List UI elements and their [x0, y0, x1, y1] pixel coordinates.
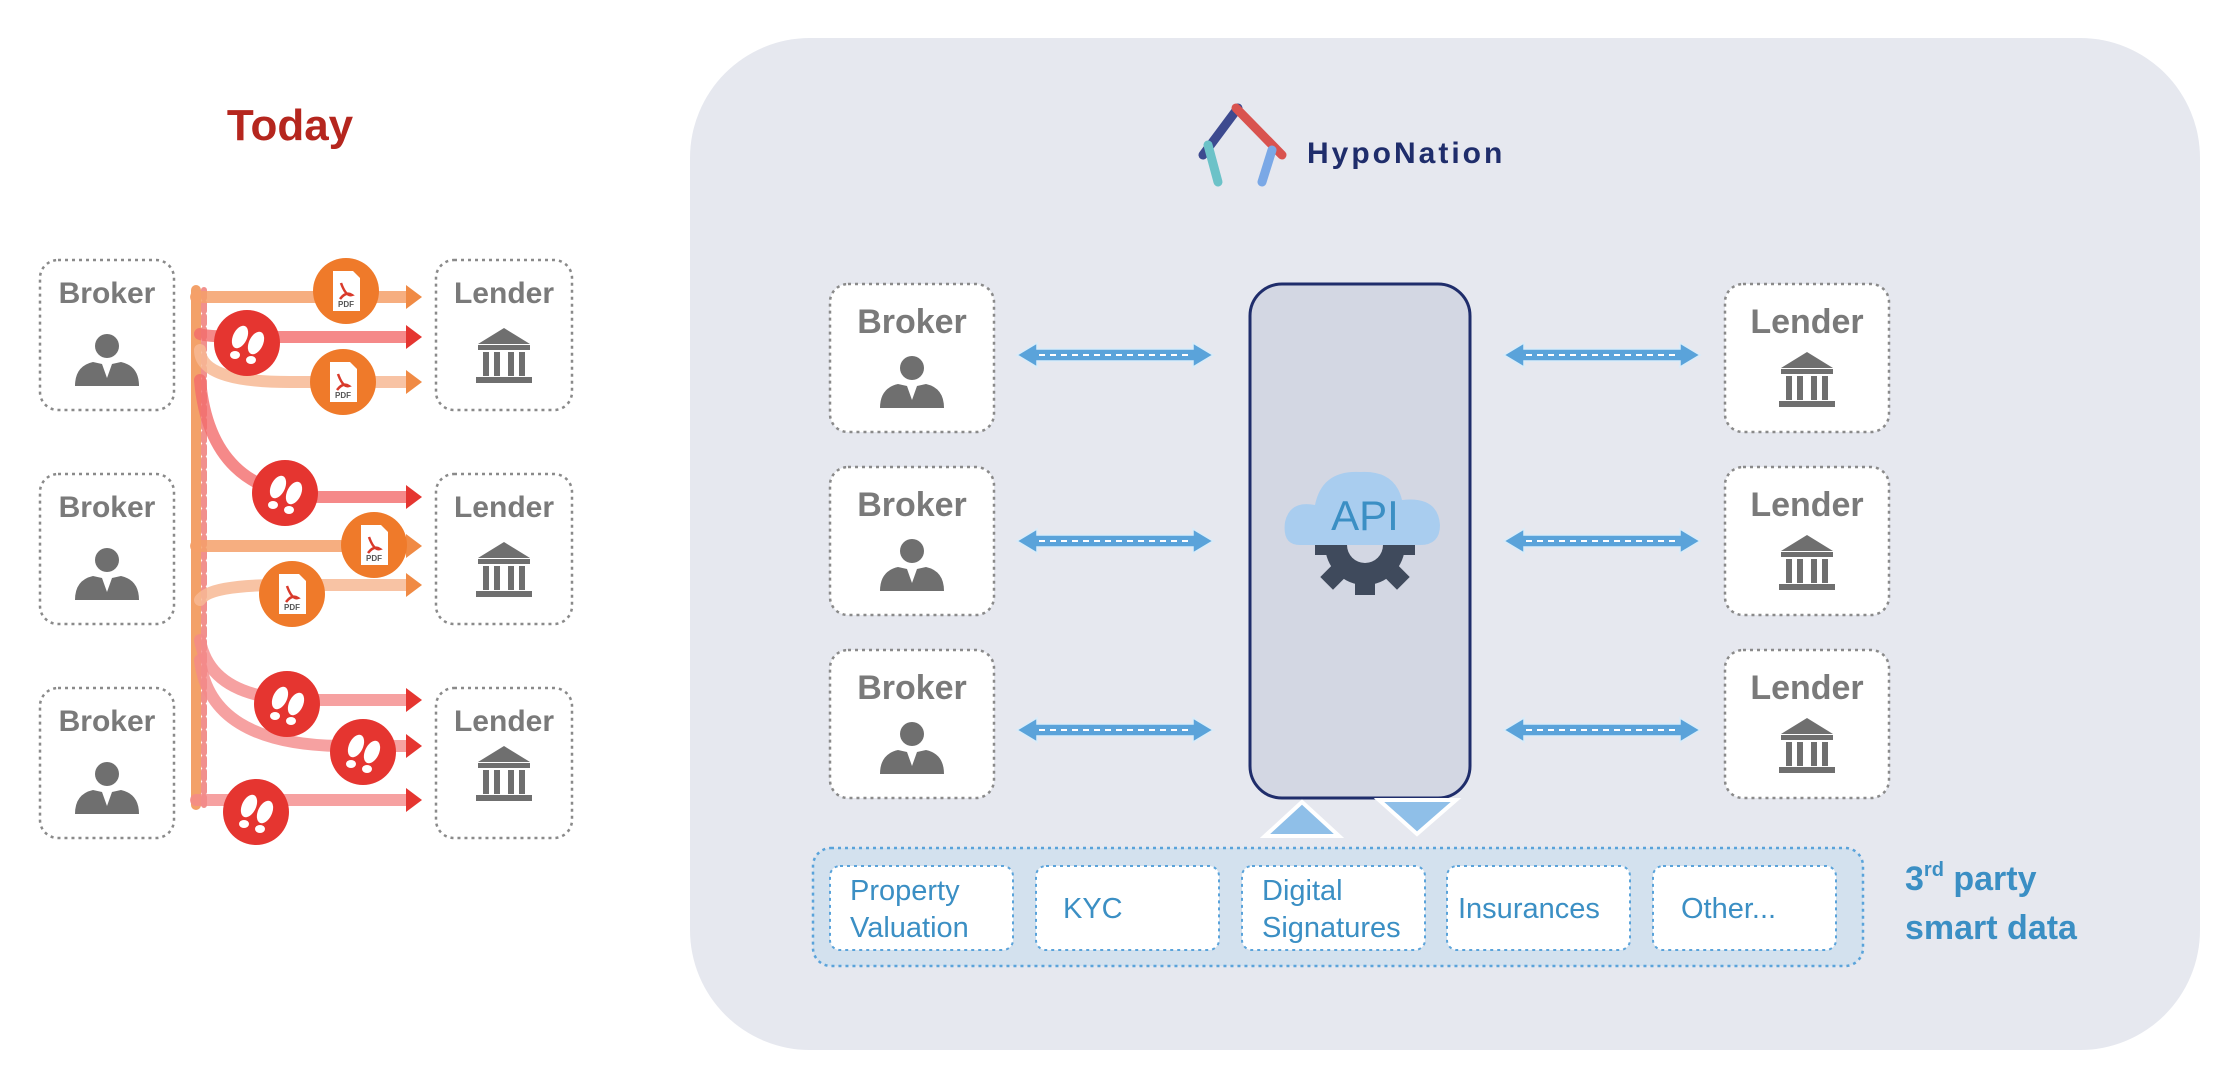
- lender-1-label: Lender: [1750, 303, 1863, 341]
- lender-2-label: Lender: [1750, 486, 1863, 524]
- service-property-valuation: Property Valuation: [829, 865, 1014, 951]
- today-lender-2: Lender: [434, 472, 574, 626]
- caption-line2: smart data: [1905, 909, 2078, 947]
- third-party-services: Property Valuation KYC Digital Signature…: [811, 846, 1865, 968]
- broker-2: Broker: [828, 465, 996, 617]
- today-broker-3: Broker: [38, 686, 176, 840]
- today-title: Today: [227, 101, 354, 150]
- service-label: Property: [850, 875, 960, 907]
- service-label: Valuation: [850, 912, 969, 944]
- pdf-icon: [339, 510, 409, 580]
- service-label: KYC: [1063, 893, 1123, 925]
- service-label: Insurances: [1458, 893, 1600, 925]
- down-arrow: [1373, 798, 1462, 837]
- broker-3-label: Broker: [857, 669, 967, 707]
- service-kyc: KYC: [1035, 865, 1220, 951]
- today-lender-1: Lender: [434, 258, 574, 412]
- caption-rest: party: [1944, 860, 2037, 898]
- pdf-icon: [308, 347, 378, 417]
- api-hub: API: [1248, 282, 1472, 838]
- service-digital-signatures: Digital Signatures: [1241, 865, 1426, 951]
- lender-2: Lender: [1723, 465, 1891, 617]
- hyponation-logo: [1198, 103, 1287, 187]
- lender-1: Lender: [1723, 282, 1891, 434]
- today-lender-3-label: Lender: [454, 705, 554, 738]
- api-label: API: [1331, 492, 1399, 539]
- today-lender-1-label: Lender: [454, 277, 554, 310]
- footsteps-icon: [223, 779, 289, 845]
- caption-sup: rd: [1924, 859, 1944, 881]
- up-arrow: [1259, 799, 1345, 838]
- caption-prefix: 3: [1905, 860, 1924, 898]
- today-broker-2: Broker: [38, 472, 176, 626]
- pdf-icon: [257, 559, 327, 629]
- broker-3: Broker: [828, 648, 996, 800]
- lender-3: Lender: [1723, 648, 1891, 800]
- third-party-caption: 3rd party smart data: [1905, 859, 2078, 947]
- service-label: Signatures: [1262, 912, 1401, 944]
- today-broker-1-label: Broker: [59, 277, 156, 310]
- pdf-icon: [311, 256, 381, 326]
- service-label: Other...: [1681, 893, 1776, 925]
- footsteps-icon: [330, 719, 396, 785]
- footsteps-icon: [214, 310, 280, 376]
- today-broker-1: Broker: [38, 258, 176, 412]
- footsteps-icon: [252, 460, 318, 526]
- service-other: Other...: [1652, 865, 1837, 951]
- broker-2-label: Broker: [857, 486, 967, 524]
- broker-1: Broker: [828, 282, 996, 434]
- broker-1-label: Broker: [857, 303, 967, 341]
- today-lender-3: Lender: [434, 686, 574, 840]
- service-label: Digital: [1262, 875, 1343, 907]
- brand-name: HypoNation: [1307, 137, 1505, 170]
- api-cloud-icon: [1284, 471, 1440, 545]
- lender-3-label: Lender: [1750, 669, 1863, 707]
- today-broker-2-label: Broker: [59, 491, 156, 524]
- today-broker-3-label: Broker: [59, 705, 156, 738]
- service-insurances: Insurances: [1446, 865, 1631, 951]
- svg-text:3rd party: 3rd party: [1905, 859, 2037, 898]
- footsteps-icon: [254, 671, 320, 737]
- today-lender-2-label: Lender: [454, 491, 554, 524]
